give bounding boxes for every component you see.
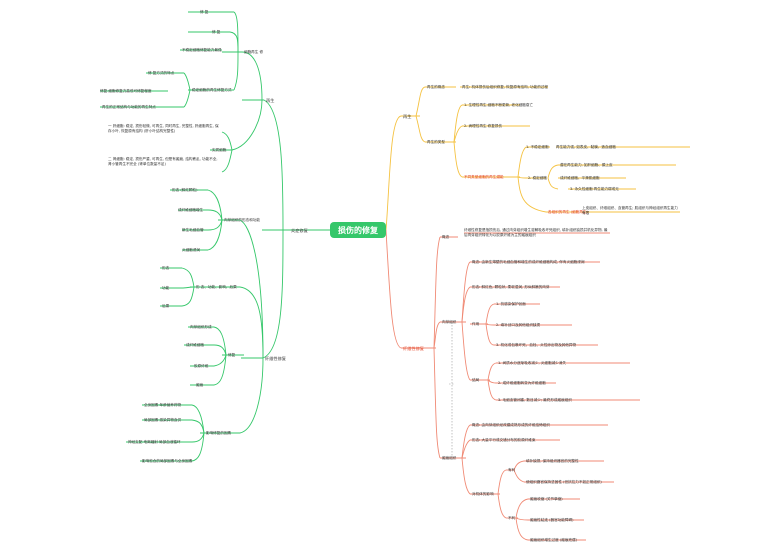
right-intro-text: 纤维性修复是指损伤后, 通过肉芽组织增生溶解吸收坏死组织, 填补组织缺损并机化异… — [464, 228, 608, 237]
right-leaf: 作用 — [472, 322, 480, 326]
left-leaf: 神经支配 电离辐射 局部血液循环 — [128, 440, 181, 444]
left-leaf: 成纤维细胞 — [186, 343, 204, 347]
left-leaf: 全身因素 年龄营养药物 — [144, 403, 182, 407]
left-leaf: 局部因素 感染异物血供 — [144, 418, 182, 422]
right-leaf: 瘢痕性粘连 (器官功能障碍) — [530, 518, 574, 522]
left-parenchyma-node[interactable]: 实质细胞 — [212, 148, 227, 152]
left-group1-sub[interactable]: 稳定细胞的再生修复方式 — [192, 88, 232, 92]
left-leaf: 修 复方式的特点 — [148, 71, 175, 75]
dashed-relation-line — [449, 322, 455, 456]
left-leaf: 形态 (鲜红颗粒) — [172, 188, 198, 192]
left-leaf: 功能 — [162, 286, 170, 290]
right-leaf: 结局 — [472, 378, 480, 382]
left-detail-text: 一 肝细胞: 稳定, 损伤轻微, 可再生, 同时再生, 完整性, 肝细胞再生, … — [108, 124, 219, 133]
right-leaf: 2. 成纤维细胞转变为纤维细胞 — [498, 381, 546, 385]
right-leaf: 2. 稳定细胞 — [528, 176, 547, 180]
right-lower-scar-node[interactable]: 瘢痕组织 — [442, 456, 457, 460]
left-group2b-node[interactable]: 形 态、功能、影响、后果 — [196, 285, 237, 289]
left-group1-topic[interactable]: 再生 — [266, 98, 275, 103]
left-group2a-node[interactable]: 肉芽组织的形态和功能 — [224, 218, 260, 222]
left-leaf: 再生的正常结构与功能的再生特点 — [102, 105, 156, 109]
right-upper-topic[interactable]: 再生 — [403, 114, 412, 119]
right-leaf: 3. 永久性细胞 再生能力弱或无 — [570, 187, 619, 191]
left-leaf: 新生毛细血管 — [182, 228, 204, 232]
right-highlight-node[interactable]: 不同类型细胞的再生潜能 — [464, 175, 504, 179]
right-leaf: 形态: 大量平行或交错分布的胶原纤维束 — [472, 438, 536, 442]
central-topic[interactable]: 损伤的修复 — [330, 222, 386, 238]
left-leaf: 炎细胞浸润 — [182, 248, 200, 252]
right-lower-granulation-node[interactable]: 肉芽组织 — [442, 320, 457, 324]
left-leaf: 修 复 — [212, 30, 221, 34]
left-leaf: 修复 细胞修复力高低可修复程度 — [100, 89, 152, 93]
right-leaf: 不利 — [508, 516, 516, 520]
right-leaf: 再生: 机体损伤后组织修复, 恢复原有结构, 功能的过程 — [462, 85, 548, 89]
right-leaf: 再生能力强, 如表皮、黏膜、造血细胞 — [556, 145, 616, 149]
right-lower-intro-node[interactable]: 概念 — [442, 235, 450, 239]
left-group1-node[interactable]: 细胞再生 修 — [244, 50, 264, 54]
right-leaf: 概念: 由肉芽组织经改建成熟形成的纤维结缔组织 — [472, 423, 550, 427]
left-leaf: 瘢痕 — [196, 383, 204, 387]
right-leaf: 上皮组织、纤维组织、血管再生; 肌组织与神经组织再生能力有限 — [582, 206, 678, 215]
left-detail-text: 二 肾细胞: 稳定, 损伤严重, 可再生, 但是有瘢痕, 结构紊乱, 功能不全,… — [108, 157, 218, 166]
left-leaf: 影响愈合的局部因素与全身因素 — [142, 459, 193, 463]
left-leaf: 成纤维细胞增生 — [178, 208, 204, 212]
right-leaf: 潜在再生能力, 如肝细胞、腺上皮 — [560, 163, 613, 167]
right-leaf: 瘢痕组织增生过度 (瘢痕疙瘩) — [530, 538, 578, 542]
left-leaf: 后果 — [162, 304, 170, 308]
right-leaf: 填补缺损, 保持组织器官的完整性 — [526, 459, 579, 463]
left-leaf: 胶原纤维 — [194, 364, 209, 368]
right-leaf: 2. 病理性再生 修复损伤 — [464, 124, 503, 128]
left-leaf: 肉芽组织形成 — [190, 325, 212, 329]
right-leaf: 形态: 鲜红色, 颗粒状, 柔软湿润, 形似鲜嫩的肉芽 — [472, 285, 550, 289]
right-upper-type-node[interactable]: 再生的类型 — [427, 140, 445, 144]
right-leaf: 1. 抗感染保护创面 — [496, 302, 526, 306]
right-leaf: 1. 生理性再生 细胞不断更新, 老化细胞衰亡 — [464, 103, 534, 107]
right-upper-concept-node[interactable]: 再生的概念 — [427, 85, 445, 89]
right-leaf: 1. 不稳定细胞 — [526, 145, 549, 149]
left-main-topic[interactable]: 炎症修复 — [291, 228, 308, 233]
right-upper-branch-lines — [385, 86, 690, 231]
right-lower-topic[interactable]: 纤维性修复 — [403, 346, 424, 351]
left-group2d-node[interactable]: 影响修复的因素 — [206, 431, 232, 435]
right-leaf: 对机体的影响 — [472, 492, 494, 496]
left-leaf: 形态 — [162, 266, 170, 270]
right-lower-branch-lines — [385, 229, 640, 541]
left-leaf: 修 复 — [200, 10, 209, 14]
right-leaf: 3. 毛细血管闭塞, 数目减少; 最终形成瘢痕组织 — [498, 398, 572, 402]
right-leaf: 3. 机化或包裹坏死、血栓、炎性渗出物及其他异物 — [496, 343, 577, 347]
right-leaf: 有利 — [508, 468, 516, 472]
right-leaf: 2. 填补创口及其他组织缺损 — [496, 323, 541, 327]
left-leaf: 不稳定细胞修复能力最强 — [182, 48, 222, 52]
left-group2-topic[interactable]: 纤维性修复 — [265, 356, 286, 361]
left-group2c-node[interactable]: 修复 — [228, 353, 236, 357]
right-leaf: 概念: 由新生薄壁的毛细血管和增生的成纤维细胞构成, 伴有炎细胞浸润 — [472, 260, 585, 264]
right-highlight-node[interactable]: 各组织的再生 (细胞再生) — [548, 210, 588, 214]
right-leaf: 瘢痕收缩 (关节挛缩) — [530, 497, 563, 501]
right-leaf: 成纤维细胞、平滑肌细胞 — [560, 176, 600, 180]
right-leaf: 使组织器官保持坚固性 (但抗拉力不如正常组织) — [526, 480, 602, 484]
right-leaf: 1. 间质水分逐渐吸收减少, 炎细胞减少消失 — [498, 361, 566, 365]
left-branch-lines — [100, 11, 331, 462]
